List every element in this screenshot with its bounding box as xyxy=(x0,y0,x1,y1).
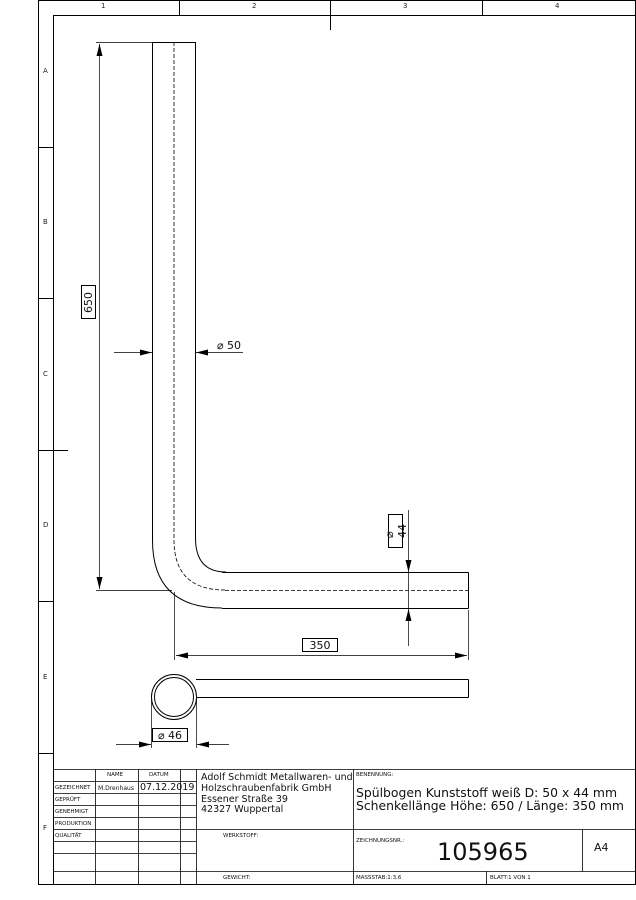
tb-sheet-format: A4 xyxy=(594,841,609,854)
dim-350-label: 350 xyxy=(302,638,338,652)
tb-header-name: NAME xyxy=(107,772,124,778)
arrow-d44-bottom xyxy=(405,609,412,621)
dim-d50-label: ⌀ 50 xyxy=(214,339,244,352)
zone-col-2: 2 xyxy=(252,2,257,10)
tb-row-label-gezeichnet: GEZEICHNET xyxy=(55,785,91,791)
zone-col-3: 3 xyxy=(403,2,408,10)
tb-row-label-genehmigt: GENEHMIGT xyxy=(55,809,89,815)
tb-drawn-by: M.Drenhaus xyxy=(98,785,134,792)
tb-sheet-count: BLATT:1 VON 1 xyxy=(490,875,531,881)
dim-d46-label: ⌀ 46 xyxy=(152,728,188,742)
tb-company-line3: Essener Straße 39 xyxy=(201,794,288,805)
zone-col-4: 4 xyxy=(555,2,560,10)
zone-row-a: A xyxy=(43,67,48,75)
outer-frame xyxy=(38,0,636,885)
tb-header-date: DATUM xyxy=(149,772,169,778)
inner-frame xyxy=(53,15,636,885)
tb-description-line1: Spülbogen Kunststoff weiß D: 50 x 44 mm xyxy=(356,785,618,800)
zone-row-e: E xyxy=(43,673,48,681)
arrow-350-right xyxy=(455,652,467,659)
tb-company-line2: Holzschraubenfabrik GmbH xyxy=(201,783,332,794)
zone-row-c: C xyxy=(43,370,48,378)
tb-company-line1: Adolf Schmidt Metallwaren- und xyxy=(201,772,353,783)
arrow-650-top xyxy=(96,44,103,56)
arrow-d50-left xyxy=(140,349,152,356)
zone-row-d: D xyxy=(43,521,49,529)
tb-drawn-date: 07.12.2019 xyxy=(140,782,195,793)
tb-werkstoff-label: WERKSTOFF: xyxy=(223,833,259,839)
dim-650-label: 650 xyxy=(81,285,96,319)
arrow-d44-top xyxy=(405,560,412,572)
tb-scale: MASSSTAB:1:3,6 xyxy=(356,875,402,881)
tb-gewicht-label: GEWICHT: xyxy=(223,875,251,881)
end-view-inner-circle xyxy=(154,677,194,717)
zone-col-1: 1 xyxy=(101,2,106,10)
arrow-350-left xyxy=(176,652,188,659)
tb-zeichnungsnr-label: ZEICHNUNGSNR.: xyxy=(356,838,405,844)
tb-drawing-number: 105965 xyxy=(437,838,529,866)
zone-row-b: B xyxy=(43,218,48,226)
arrow-d46-right xyxy=(197,741,209,748)
arrow-650-bottom xyxy=(96,577,103,589)
tb-description-line2: Schenkellänge Höhe: 650 / Länge: 350 mm xyxy=(356,798,624,813)
tb-company-line4: 42327 Wuppertal xyxy=(201,804,284,815)
zone-row-f: F xyxy=(43,824,48,832)
end-view-outer-circle xyxy=(151,674,197,720)
arrow-d46-left xyxy=(139,741,151,748)
tb-row-label-geprueft: GEPRÜFT xyxy=(55,797,81,803)
tb-row-label-qualitaet: QUALITÄT xyxy=(55,833,82,839)
dim-d44-label: ⌀ 44 xyxy=(383,514,409,548)
tb-row-label-produktion: PRODUKTION xyxy=(55,821,92,827)
arrow-d50-right xyxy=(196,349,208,356)
tb-benennung-label: BENENNUNG: xyxy=(356,772,394,778)
